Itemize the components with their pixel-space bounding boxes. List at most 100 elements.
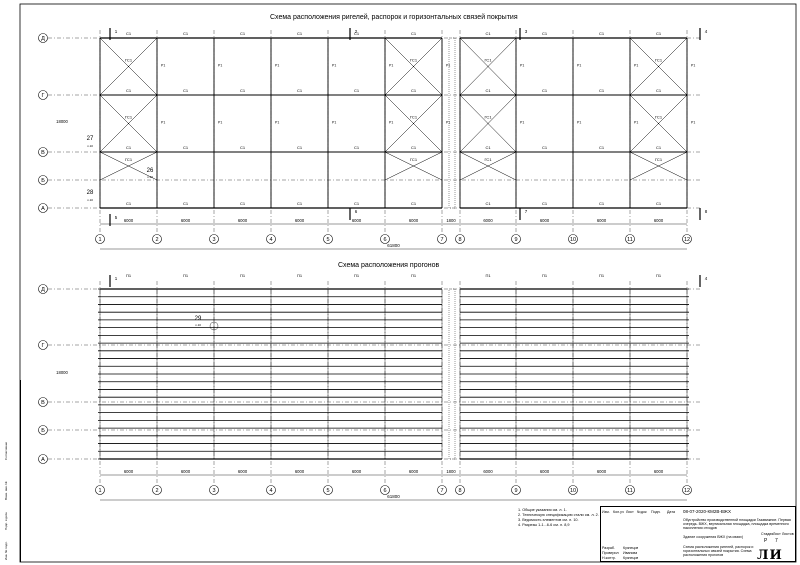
axis-bubble-1-label: 1 bbox=[98, 237, 101, 243]
rigel-label: С1 bbox=[411, 31, 417, 36]
strut-label: Р1 bbox=[520, 121, 524, 125]
brace-label: ГС1 bbox=[655, 115, 663, 120]
span-dimension: 6000 bbox=[540, 469, 550, 474]
strut-label: Р1 bbox=[332, 121, 336, 125]
span-dimension: 6000 bbox=[238, 469, 248, 474]
callout-number: 26 bbox=[147, 168, 154, 174]
axis-bubble-7-label: 7 bbox=[440, 237, 443, 243]
purlin-label: П1 bbox=[126, 273, 132, 278]
axis-bubble-3 bbox=[209, 485, 219, 495]
person-name: Иванова bbox=[623, 551, 638, 555]
axis-bubble-3-label: 3 bbox=[212, 488, 215, 494]
callout-number: 28 bbox=[87, 190, 94, 196]
person-name: Кузнецов bbox=[623, 556, 639, 560]
strut-label: Р1 bbox=[691, 64, 695, 68]
brace-line bbox=[629, 94, 688, 153]
row-bubble-Б bbox=[38, 175, 48, 185]
general-notes: 1. Общие указания см. л. 1. 2. Техническ… bbox=[518, 508, 599, 528]
sheets-label: Листов bbox=[782, 532, 794, 536]
purlin-label: П1 bbox=[354, 273, 360, 278]
stage-label: Стадия bbox=[761, 532, 774, 536]
row-bubble-Б-label: Б bbox=[41, 428, 45, 434]
axis-bubble-5-label: 5 bbox=[326, 237, 329, 243]
col-head: Кол.уч bbox=[613, 510, 624, 514]
row-bubble-В-label: В bbox=[41, 150, 45, 156]
row-bubble-А-label: А bbox=[41, 457, 45, 463]
rigel-label: С1 bbox=[656, 31, 662, 36]
span-dimension: 6000 bbox=[238, 218, 248, 223]
axis-bubble-2 bbox=[152, 234, 162, 244]
purlin-label: П1 bbox=[599, 273, 605, 278]
axis-bubble-11-label: 11 bbox=[627, 488, 633, 494]
axis-bubble-12-label: 12 bbox=[684, 488, 690, 494]
sidebar-label: Согласовано bbox=[4, 441, 8, 460]
rigel-label: С1 bbox=[411, 88, 417, 93]
approval-sidebar: Согласовано Взам. инв. № Подп. и дата Ин… bbox=[0, 380, 21, 562]
rigel-label: С1 bbox=[485, 201, 491, 206]
axis-bubble-11-label: 11 bbox=[627, 237, 633, 243]
purlin-label: П1 bbox=[485, 273, 491, 278]
brace-label: ГС1 bbox=[410, 115, 418, 120]
brace-line bbox=[99, 151, 158, 181]
sheet-value: 7 bbox=[775, 538, 778, 544]
rigel-label: С1 bbox=[126, 88, 132, 93]
section-mark-label: 1 bbox=[115, 276, 118, 281]
rigel-label: С1 bbox=[183, 88, 189, 93]
row-bubble-Г bbox=[38, 340, 48, 350]
span-dimension: 6000 bbox=[124, 218, 134, 223]
axis-bubble-12 bbox=[682, 485, 692, 495]
role-label: Разраб. bbox=[602, 546, 615, 550]
rigel-label: С1 bbox=[354, 88, 360, 93]
row-bubble-Д bbox=[38, 284, 48, 294]
rigel-label: С1 bbox=[240, 88, 246, 93]
total-dimension: 61800 bbox=[387, 243, 400, 248]
axis-bubble-4 bbox=[266, 485, 276, 495]
brace-line bbox=[459, 37, 517, 96]
axis-bubble-12 bbox=[682, 234, 692, 244]
rigel-label: С1 bbox=[485, 88, 491, 93]
span-dimension: 6000 bbox=[654, 469, 664, 474]
span-dimension: 6000 bbox=[181, 218, 191, 223]
row-bubble-Б-label: Б bbox=[41, 178, 45, 184]
rigel-label: С1 bbox=[542, 201, 548, 206]
axis-bubble-3-label: 3 bbox=[212, 237, 215, 243]
detail-circle bbox=[209, 321, 219, 331]
row-bubble-Б bbox=[38, 425, 48, 435]
row-bubble-А bbox=[38, 203, 48, 213]
span-dimension: 1800 bbox=[446, 469, 456, 474]
callout-number: 27 bbox=[87, 136, 94, 142]
rigel-label: С1 bbox=[656, 88, 662, 93]
axis-bubble-2-label: 2 bbox=[155, 237, 158, 243]
axis-bubble-6 bbox=[380, 485, 390, 495]
rigel-label: С1 bbox=[599, 145, 605, 150]
expansion-joint bbox=[448, 37, 456, 209]
brace-line bbox=[459, 151, 517, 181]
brace-line bbox=[629, 37, 688, 96]
sheet-label: Лист bbox=[773, 532, 781, 536]
axis-bubble-7 bbox=[437, 485, 447, 495]
brace-label: ГС1 bbox=[484, 157, 492, 162]
axis-bubble-3 bbox=[209, 234, 219, 244]
note-line: 4. Разрезы 1-1...6-6 см. л. 8,9 bbox=[518, 523, 570, 527]
brace-line bbox=[99, 37, 158, 96]
axis-bubble-8-label: 8 bbox=[458, 488, 461, 494]
brace-line bbox=[384, 37, 443, 96]
row-bubble-Д bbox=[38, 33, 48, 43]
strut-label: Р1 bbox=[161, 64, 165, 68]
strut-label: Р1 bbox=[446, 121, 450, 125]
rigel-label: С1 bbox=[240, 145, 246, 150]
axis-bubble-11 bbox=[625, 485, 635, 495]
axis-bubble-1 bbox=[95, 485, 105, 495]
axis-bubble-8 bbox=[455, 234, 465, 244]
rigel-label: С1 bbox=[411, 145, 417, 150]
axis-bubble-2-label: 2 bbox=[155, 488, 158, 494]
row-bubble-Г bbox=[38, 90, 48, 100]
rigel-label: С1 bbox=[240, 201, 246, 206]
rigel-label: С1 bbox=[485, 145, 491, 150]
brace-label: ГС1 bbox=[655, 58, 663, 63]
brace-label: ГС1 bbox=[410, 157, 418, 162]
axis-bubble-10-label: 10 bbox=[570, 488, 576, 494]
rigel-label: С1 bbox=[542, 31, 548, 36]
